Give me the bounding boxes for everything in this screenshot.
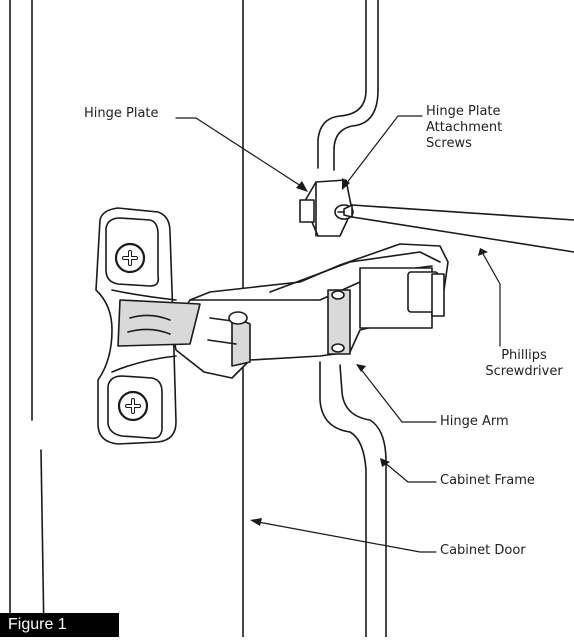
label-cabinet-door: Cabinet Door xyxy=(440,543,526,558)
hinge-arm-drawing xyxy=(171,243,449,379)
label-attachment-screws-line-1: Hinge Plate xyxy=(426,104,501,119)
label-phillips-screwdriver: Phillips Screwdriver xyxy=(474,348,574,380)
label-hinge-plate-attachment-screws: Hinge Plate Attachment Screws xyxy=(426,104,546,152)
cabinet-frame-drawing xyxy=(317,0,387,638)
figure-number-tab: Figure 1 xyxy=(0,613,119,637)
hinge-cup-drawing xyxy=(95,207,201,445)
cup-screw-top-icon xyxy=(114,242,146,274)
label-attachment-screws-line-3: Screws xyxy=(426,136,472,151)
hinge-plate-drawing xyxy=(299,179,353,237)
callout-arrowheads xyxy=(250,178,488,526)
callout-leaders xyxy=(175,115,501,553)
cup-screw-bottom-icon xyxy=(117,390,149,422)
label-hinge-arm: Hinge Arm xyxy=(440,414,509,429)
phillips-screwdriver-drawing xyxy=(343,204,574,253)
label-hinge-plate: Hinge Plate xyxy=(84,106,159,121)
label-cabinet-frame: Cabinet Frame xyxy=(440,473,535,488)
label-phillips-line-1: Phillips xyxy=(501,348,547,363)
label-phillips-line-2: Screwdriver xyxy=(485,364,563,379)
label-attachment-screws-line-2: Attachment xyxy=(426,120,503,135)
